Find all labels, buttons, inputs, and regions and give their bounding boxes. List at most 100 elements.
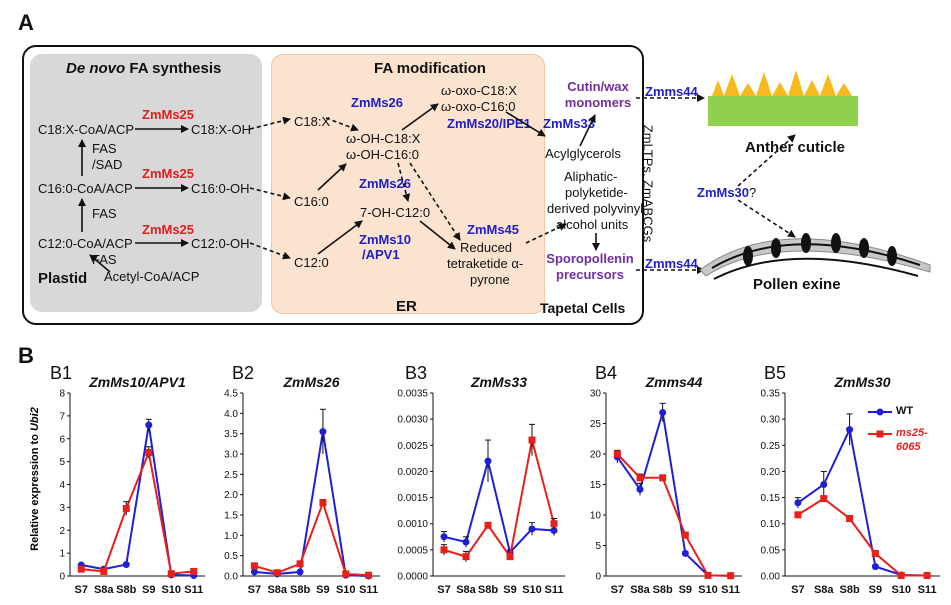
y-tick-label: 3 xyxy=(59,503,65,514)
bacula xyxy=(801,233,811,253)
y-tick-label: 20 xyxy=(590,450,602,461)
data-point-wt xyxy=(820,481,828,488)
data-point-mutant xyxy=(727,572,735,580)
y-tick-label: 7 xyxy=(59,411,65,422)
y-tick-label: 0.00 xyxy=(761,572,781,583)
y-tick-label: 0.0030 xyxy=(397,415,428,426)
label-sad: /SAD xyxy=(92,157,123,172)
y-tick-label: 6 xyxy=(59,434,65,445)
x-tick-label: S11 xyxy=(184,584,203,596)
y-tick-label: 15 xyxy=(590,480,602,491)
x-tick-label: S10 xyxy=(161,584,181,596)
chart-title: ZmMs30 xyxy=(833,374,890,390)
data-point-mutant xyxy=(484,521,492,529)
y-tick-label: 10 xyxy=(590,511,602,522)
gene-zmms44-top: Zmms44 xyxy=(645,84,698,99)
tapetal-cell-box xyxy=(22,45,644,325)
y-tick-label: 2.5 xyxy=(224,470,238,481)
x-tick-label: S8a xyxy=(267,584,287,596)
y-tick-label: 0.0000 xyxy=(397,572,428,583)
cuticle-layer xyxy=(708,96,858,126)
data-point-wt xyxy=(440,533,448,541)
x-tick-label: S8a xyxy=(94,584,114,596)
data-point-mutant xyxy=(613,450,621,458)
plastid-box xyxy=(30,54,262,312)
x-tick-label: S11 xyxy=(545,584,564,596)
bacula xyxy=(831,233,841,253)
data-point-mutant xyxy=(820,495,828,503)
node-c18x: C18:X xyxy=(294,114,331,129)
data-point-mutant xyxy=(681,531,689,539)
arrow-oxo-to-acylglycerols xyxy=(505,111,546,137)
data-point-wt xyxy=(550,527,558,535)
y-tick-label: 0.0020 xyxy=(397,467,428,478)
gene-zmms25-top: ZmMs25 xyxy=(142,107,195,122)
dash-reduced-to-aliphatic xyxy=(525,223,567,244)
x-tick-label: S9 xyxy=(316,584,329,596)
panel-a-letter: A xyxy=(18,10,34,35)
y-tick-label: 0.15 xyxy=(761,493,781,504)
data-point-wt xyxy=(122,561,130,569)
node-aliphatic: Aliphatic- xyxy=(564,169,618,184)
data-point-mutant xyxy=(319,499,327,507)
data-point-mutant xyxy=(704,571,712,579)
er-label: ER xyxy=(396,298,417,315)
data-point-mutant xyxy=(250,562,258,570)
x-tick-label: S11 xyxy=(359,584,378,596)
y-tick-label: 0.0010 xyxy=(397,519,428,530)
chart-b2-label: B2 xyxy=(232,363,255,383)
gene-zmms20-ipe1: ZmMs20/IPE1 xyxy=(447,116,531,131)
x-tick-label: S7 xyxy=(791,584,804,596)
y-tick-label: 30 xyxy=(590,389,602,400)
node-c160-coa: C16:0-CoA/ACP xyxy=(38,181,133,196)
y-tick-label: 5 xyxy=(595,541,601,552)
node-tetraketide: tetraketide α- xyxy=(447,256,524,271)
diagram-arrows xyxy=(78,70,931,280)
label-fas-2: FAS xyxy=(92,206,117,221)
node-pyrone: pyrone xyxy=(470,272,510,287)
bacula xyxy=(859,238,869,258)
x-tick-label: S8a xyxy=(814,584,834,596)
y-tick-label: 4 xyxy=(59,480,65,491)
series-line-wt xyxy=(616,412,731,577)
y-tick-label: 0.0 xyxy=(224,572,238,583)
wax-crystals xyxy=(712,70,852,96)
x-tick-label: S11 xyxy=(721,584,740,596)
y-tick-label: 4.0 xyxy=(224,409,238,420)
node-alcohol-units: alcohol units xyxy=(556,217,629,232)
gene-zmms44-bottom: Zmms44 xyxy=(645,256,698,271)
x-tick-label: S9 xyxy=(142,584,155,596)
data-point-mutant xyxy=(273,569,281,577)
gene-zmms25-low: ZmMs25 xyxy=(142,222,195,237)
node-c120-coa: C12:0-CoA/ACP xyxy=(38,236,133,251)
y-tick-label: 0.0015 xyxy=(397,493,428,504)
data-point-mutant xyxy=(100,567,108,575)
chart-b1-label: B1 xyxy=(50,363,73,383)
gene-apv1: /APV1 xyxy=(362,247,400,262)
node-c18x-coa: C18:X-CoA/ACP xyxy=(38,122,135,137)
data-point-mutant xyxy=(506,553,514,561)
data-point-wt xyxy=(462,538,470,546)
data-point-mutant xyxy=(167,570,175,578)
gene-zmms25-mid: ZmMs25 xyxy=(142,166,195,181)
bacula xyxy=(743,246,753,266)
y-tick-label: 5 xyxy=(59,457,65,468)
x-tick-label: S10 xyxy=(698,584,718,596)
x-tick-label: S8b xyxy=(839,584,859,596)
y-tick-label: 1.5 xyxy=(224,511,238,522)
y-tick-label: 1.0 xyxy=(224,531,238,542)
y-tick-label: 8 xyxy=(59,389,65,400)
node-omega-oh-c160: ω-OH-C16:0 xyxy=(346,147,419,162)
arrow-7oh-to-reduced xyxy=(419,220,456,250)
y-tick-label: 0.0035 xyxy=(397,389,428,400)
data-point-mutant xyxy=(794,511,802,519)
data-point-mutant xyxy=(462,553,470,561)
node-7-oh-c120: 7-OH-C12:0 xyxy=(360,205,431,220)
node-c120: C12:0 xyxy=(294,255,329,270)
data-point-wt xyxy=(250,568,258,576)
chart-b5-label: B5 xyxy=(764,363,787,383)
denovo-title-rest: FA synthesis xyxy=(129,60,222,77)
node-acetyl-coa: Acetyl-CoA/ACP xyxy=(104,269,200,284)
arrow-c160-to-omega-oh xyxy=(317,163,347,191)
